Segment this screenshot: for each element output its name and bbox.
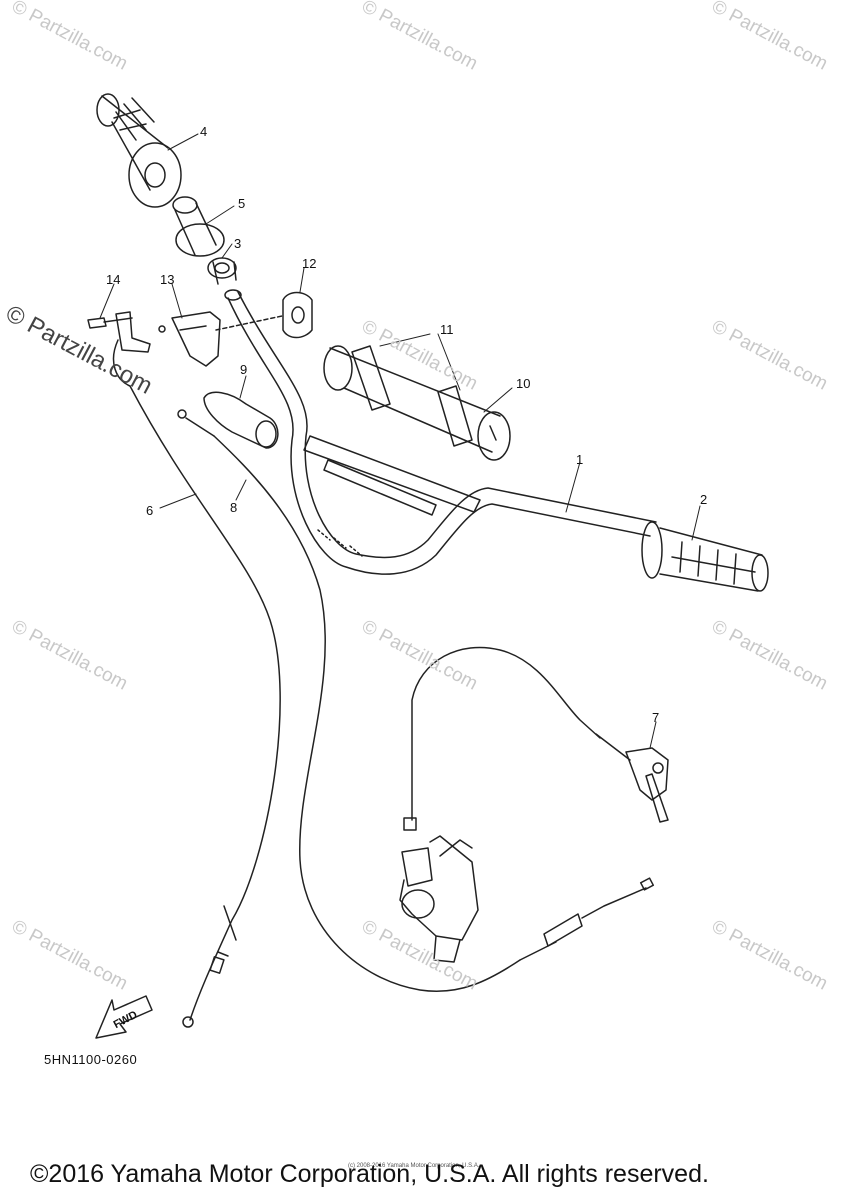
left-grip xyxy=(96,93,182,208)
leader-lines xyxy=(99,133,701,749)
callout-3: 3 xyxy=(234,236,242,251)
handlebar xyxy=(224,289,657,575)
tool-bag xyxy=(323,345,511,461)
callout-6: 6 xyxy=(146,503,154,518)
callout-5: 5 xyxy=(238,196,246,211)
cable-8 xyxy=(177,409,655,992)
carburetor xyxy=(399,817,479,963)
copyright-notice: ©2016 Yamaha Motor Corporation, U.S.A. A… xyxy=(30,1160,709,1188)
throttle-tube xyxy=(172,196,237,285)
fine-print: (c) 2008-2016 Yamaha Motor Corporation, … xyxy=(348,1163,480,1169)
cable-boot xyxy=(203,391,279,449)
callout-11: 11 xyxy=(440,322,454,337)
holder xyxy=(171,311,283,367)
callout-10: 10 xyxy=(516,376,531,391)
fwd-arrow xyxy=(95,995,153,1039)
right-grip xyxy=(641,521,769,592)
callout-9: 9 xyxy=(240,362,248,377)
callout-2: 2 xyxy=(700,492,708,507)
holder-cap xyxy=(282,291,313,339)
throttle-cable xyxy=(112,339,281,1028)
callout-8: 8 xyxy=(230,500,238,515)
callout-12: 12 xyxy=(302,256,317,271)
choke-lever xyxy=(411,646,669,823)
callout-14: 14 xyxy=(106,272,121,287)
diagram-code: 5HN1100-0260 xyxy=(44,1052,138,1067)
callout-1: 1 xyxy=(576,452,584,467)
bolt xyxy=(87,311,166,353)
callout-13: 13 xyxy=(160,272,175,287)
callout-4: 4 xyxy=(200,124,208,139)
callout-7: 7 xyxy=(652,710,660,725)
